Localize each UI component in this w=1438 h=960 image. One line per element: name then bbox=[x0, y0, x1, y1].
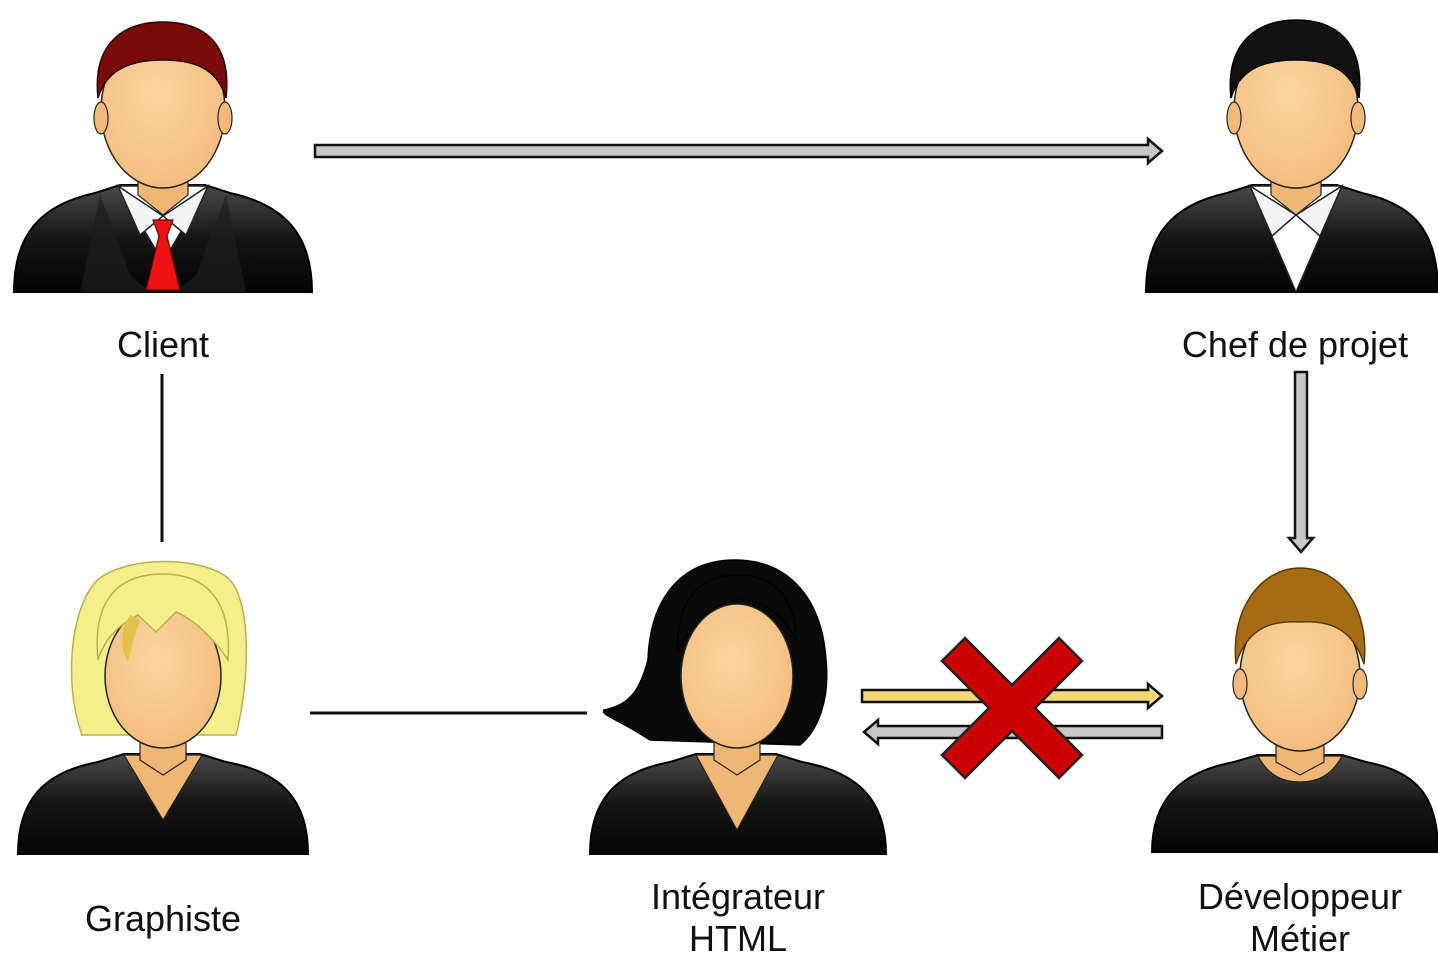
chef-de-projet-label-text: Chef de projet bbox=[1150, 324, 1438, 366]
graphiste-label-text: Graphiste bbox=[63, 898, 263, 940]
chef-de-projet-label: Chef de projet bbox=[1150, 324, 1438, 366]
arrow-chef-to-developpeur bbox=[1289, 372, 1313, 552]
developpeur-avatar-icon bbox=[1152, 568, 1438, 852]
developpeur-label-line2: Métier bbox=[1150, 918, 1438, 960]
arrow-client-to-chef bbox=[315, 139, 1162, 163]
client-label: Client bbox=[63, 324, 263, 366]
graphiste-avatar-icon bbox=[18, 562, 308, 855]
client-avatar-icon bbox=[14, 22, 312, 292]
integrateur-label: Intégrateur HTML bbox=[588, 876, 888, 960]
blocked-cross-icon bbox=[942, 638, 1082, 778]
integrateur-label-line1: Intégrateur bbox=[588, 876, 888, 918]
integrateur-avatar-icon bbox=[590, 560, 886, 854]
graphiste-label: Graphiste bbox=[63, 898, 263, 940]
developpeur-label-line1: Développeur bbox=[1150, 876, 1438, 918]
client-label-text: Client bbox=[63, 324, 263, 366]
developpeur-label: Développeur Métier bbox=[1150, 876, 1438, 960]
chef-de-projet-avatar-icon bbox=[1146, 20, 1438, 292]
integrateur-label-line2: HTML bbox=[588, 918, 888, 960]
